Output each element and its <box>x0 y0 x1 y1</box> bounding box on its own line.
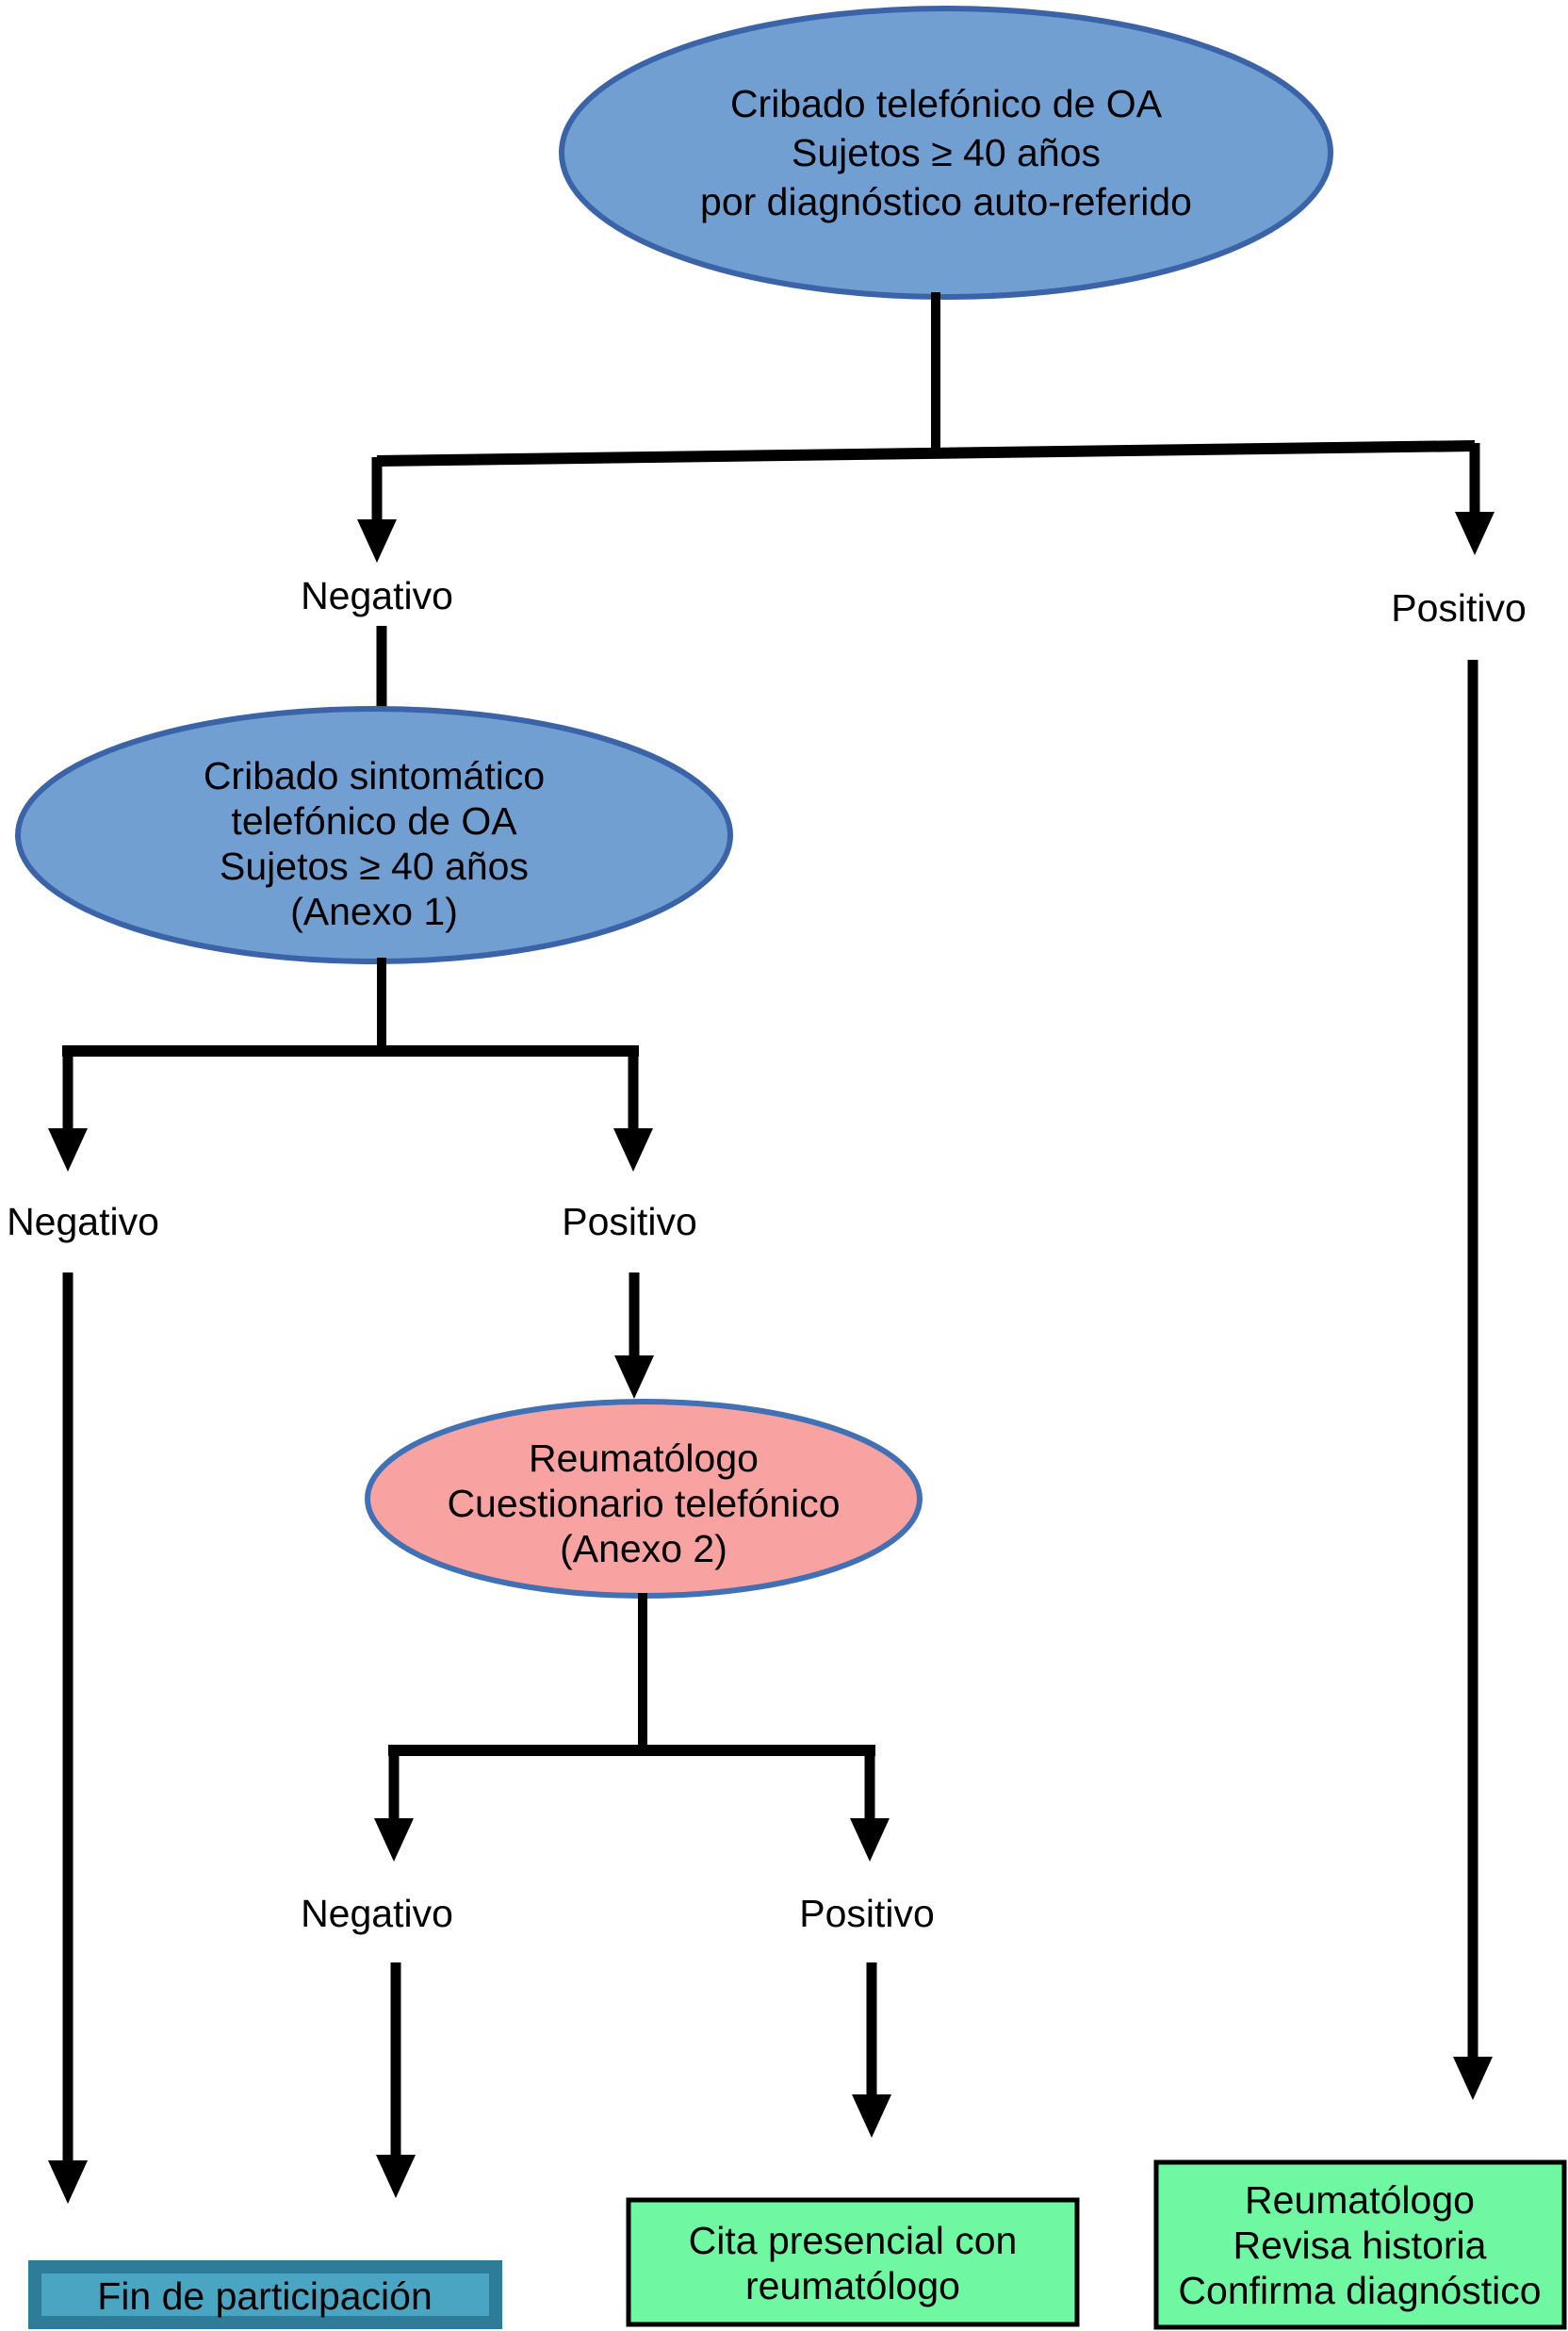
arrowhead-branch3-right <box>850 1818 890 1862</box>
label-positivo-1: Positivo <box>1391 586 1527 630</box>
phone-screening-line-3: por diagnóstico auto-referido <box>700 180 1192 223</box>
arrowhead-negativo2-to-end <box>48 2160 88 2204</box>
label-positivo-3: Positivo <box>799 1892 935 1935</box>
connector-branch1-horizontal <box>376 440 1476 467</box>
symptom-screening-line-1: Cribado sintomático <box>204 754 545 797</box>
arrowhead-positivo2-to-rheum <box>614 1355 654 1399</box>
rheum-questionnaire-line-3: (Anexo 2) <box>560 1527 727 1570</box>
end-participation-box <box>28 2260 502 2329</box>
label-negativo-2: Negativo <box>7 1200 159 1243</box>
appointment-line-1: Cita presencial con <box>689 2219 1018 2262</box>
arrowhead-branch2-right <box>613 1128 653 1172</box>
arrowhead-branch1-right <box>1455 512 1494 555</box>
symptom-screening-ellipse <box>15 706 733 964</box>
rheum-questionnaire-line-2: Cuestionario telefónico <box>447 1482 840 1525</box>
arrowhead-negativo3-to-end <box>376 2155 416 2198</box>
rheum-questionnaire-line-1: Reumatólogo <box>529 1436 759 1480</box>
appointment-line-2: reumatólogo <box>745 2264 960 2307</box>
phone-screening-line-1: Cribado telefónico de OA <box>730 82 1163 125</box>
label-negativo-1: Negativo <box>301 574 453 617</box>
label-negativo-3: Negativo <box>301 1892 453 1935</box>
symptom-screening-line-3: Sujetos ≥ 40 años <box>220 845 529 888</box>
arrowhead-branch2-left <box>48 1128 88 1172</box>
confirm-diagnosis-line-2: Revisa historia <box>1233 2224 1487 2267</box>
arrowhead-branch1-left <box>357 519 397 563</box>
phone-screening-ellipse <box>559 6 1333 300</box>
arrowhead-branch3-left <box>374 1818 414 1862</box>
arrowhead-positivo1-to-confirm <box>1453 2057 1493 2100</box>
symptom-screening-line-2: telefónico de OA <box>231 799 517 843</box>
phone-screening-line-2: Sujetos ≥ 40 años <box>792 131 1101 174</box>
symptom-screening-line-4: (Anexo 1) <box>290 890 458 933</box>
confirm-diagnosis-box <box>1153 2159 1567 2330</box>
end-participation-text: Fin de participación <box>97 2274 433 2318</box>
arrowhead-positivo3-to-appointment <box>852 2094 891 2138</box>
label-positivo-2: Positivo <box>562 1200 697 1243</box>
confirm-diagnosis-line-1: Reumatólogo <box>1245 2178 1475 2222</box>
confirm-diagnosis-line-3: Confirma diagnóstico <box>1178 2269 1541 2312</box>
appointment-box <box>626 2197 1080 2327</box>
